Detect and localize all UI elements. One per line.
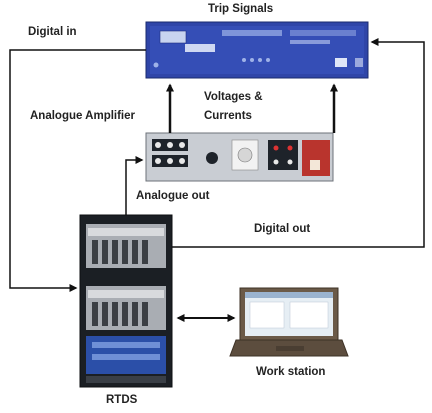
arrow-digital-in <box>9 49 146 292</box>
rtds-rack <box>79 214 173 388</box>
trip-signals-label: Trip Signals <box>208 3 274 15</box>
rtds-label: RTDS <box>106 394 138 406</box>
arrow-digital-out <box>172 38 425 248</box>
digital-in-label: Digital in <box>28 26 77 38</box>
voltages-label-line1: Voltages & <box>204 91 263 103</box>
arrow-analogue-out <box>125 156 144 215</box>
amplifier-device <box>145 132 334 182</box>
work-station-label: Work station <box>256 366 326 378</box>
analogue-amplifier-label: Analogue Amplifier <box>30 110 135 122</box>
digital-out-label: Digital out <box>254 223 311 235</box>
relay-device <box>145 21 369 79</box>
voltages-label-line2: Currents <box>204 110 252 122</box>
analogue-out-label: Analogue out <box>136 190 210 202</box>
workstation-laptop <box>229 287 349 357</box>
